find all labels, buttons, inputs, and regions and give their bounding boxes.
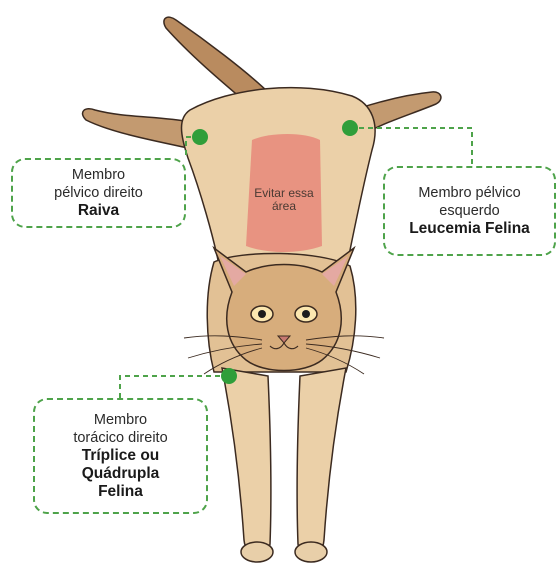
injection-site-right-hind [192,129,208,145]
front-leg-right [297,368,346,557]
vaccine-name-line-2: Quádrupla [82,465,160,483]
vaccine-name: Raiva [78,202,119,220]
paw-left [241,542,273,562]
vaccine-name-line-3: Felina [98,483,143,501]
injection-site-left-hind [342,120,358,136]
paw-right [295,542,327,562]
callout-line-1: Membro pélvico [418,184,520,202]
avoid-line-1: Evitar [254,186,285,200]
avoid-area-label: Evitar essa área [248,187,320,213]
callout-line-2: torácico direito [73,429,167,447]
callout-line-2: pélvico direito [54,184,143,202]
callout-line-1: Membro [94,411,147,429]
callout-left-hind-leg: Membro pélvico esquerdo Leucemia Felina [383,166,556,256]
injection-site-right-front [221,368,237,384]
callout-right-front-leg: Membro torácico direito Tríplice ou Quád… [33,398,208,514]
vaccine-name-line-1: Tríplice ou [82,447,160,465]
front-leg-left [222,368,271,556]
callout-line-2: esquerdo [439,202,499,220]
vaccine-name: Leucemia Felina [409,220,530,238]
callout-line-1: Membro [72,166,125,184]
hind-leg-left [83,109,190,148]
avoid-line-2: essa [288,186,313,200]
avoid-line-3: área [272,199,296,213]
callout-right-hind-leg: Membro pélvico direito Raiva [11,158,186,228]
